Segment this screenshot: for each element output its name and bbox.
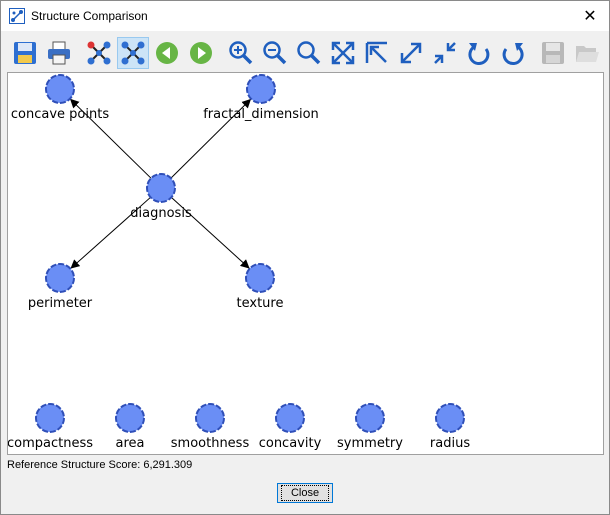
node-label: concavity xyxy=(259,436,322,451)
save-disabled-icon xyxy=(537,37,569,69)
zoom-fit-icon[interactable] xyxy=(293,37,325,69)
graph-canvas[interactable]: concave points fractal_dimension diagnosis… xyxy=(7,72,604,455)
node-area[interactable]: area xyxy=(115,403,145,451)
node-compactness[interactable]: compactness xyxy=(8,403,93,451)
graph-edges xyxy=(69,98,252,270)
node-circle[interactable] xyxy=(115,403,145,433)
app-icon xyxy=(9,8,25,24)
node-circle[interactable] xyxy=(355,403,385,433)
rotate-right-icon[interactable] xyxy=(497,37,529,69)
graph-nodes: concave points fractal_dimension diagnosis… xyxy=(8,74,470,451)
graph-layout-icon[interactable] xyxy=(83,37,115,69)
node-symmetry[interactable]: symmetry xyxy=(337,403,403,451)
node-circle[interactable] xyxy=(245,263,275,293)
close-button[interactable]: Close xyxy=(277,483,333,503)
edge-diagnosis-to-concave_points[interactable] xyxy=(69,98,152,179)
rotate-left-icon[interactable] xyxy=(463,37,495,69)
node-concave-points[interactable]: concave points xyxy=(11,74,109,122)
node-fractal-dimension[interactable]: fractal_dimension xyxy=(203,74,319,122)
node-label: radius xyxy=(430,436,470,451)
node-circle[interactable] xyxy=(195,403,225,433)
node-circle[interactable] xyxy=(146,173,176,203)
node-label: diagnosis xyxy=(130,206,192,221)
previous-icon[interactable] xyxy=(151,37,183,69)
node-circle[interactable] xyxy=(45,74,75,104)
window-title: Structure Comparison xyxy=(31,9,148,23)
node-circle[interactable] xyxy=(435,403,465,433)
node-concavity[interactable]: concavity xyxy=(259,403,322,451)
fit-window-icon[interactable] xyxy=(327,37,359,69)
edge-diagnosis-to-texture[interactable] xyxy=(171,197,250,269)
node-label: fractal_dimension xyxy=(203,107,319,122)
close-window-icon[interactable]: ✕ xyxy=(583,8,597,25)
zoom-in-icon[interactable] xyxy=(225,37,257,69)
node-label: smoothness xyxy=(171,436,250,451)
arrow-up-left-icon[interactable] xyxy=(361,37,393,69)
node-circle[interactable] xyxy=(45,263,75,293)
node-smoothness[interactable]: smoothness xyxy=(171,403,250,451)
node-label: concave points xyxy=(11,107,109,122)
title-bar: Structure Comparison ✕ xyxy=(1,1,609,31)
node-label: area xyxy=(116,436,145,451)
save-icon[interactable] xyxy=(9,37,41,69)
print-icon[interactable] xyxy=(43,37,75,69)
node-circle[interactable] xyxy=(246,74,276,104)
reference-structure-score: Reference Structure Score: 6,291.309 xyxy=(7,459,193,471)
node-circle[interactable] xyxy=(275,403,305,433)
node-label: compactness xyxy=(8,436,93,451)
graph-svg: concave points fractal_dimension diagnosis… xyxy=(8,74,470,451)
node-label: texture xyxy=(237,296,284,311)
zoom-out-icon[interactable] xyxy=(259,37,291,69)
edge-diagnosis-to-fractal_dimension[interactable] xyxy=(170,98,252,179)
edge-diagnosis-to-perimeter[interactable] xyxy=(70,196,151,270)
node-radius[interactable]: radius xyxy=(430,403,470,451)
node-circle[interactable] xyxy=(35,403,65,433)
next-icon[interactable] xyxy=(185,37,217,69)
select-graph-icon[interactable] xyxy=(117,37,149,69)
node-label: perimeter xyxy=(28,296,93,311)
expand-icon[interactable] xyxy=(395,37,427,69)
collapse-icon[interactable] xyxy=(429,37,461,69)
node-label: symmetry xyxy=(337,436,403,451)
node-perimeter[interactable]: perimeter xyxy=(28,263,93,311)
close-button-label: Close xyxy=(280,485,330,501)
node-texture[interactable]: texture xyxy=(237,263,284,311)
node-diagnosis[interactable]: diagnosis xyxy=(130,173,192,221)
open-folder-disabled-icon xyxy=(571,37,603,69)
